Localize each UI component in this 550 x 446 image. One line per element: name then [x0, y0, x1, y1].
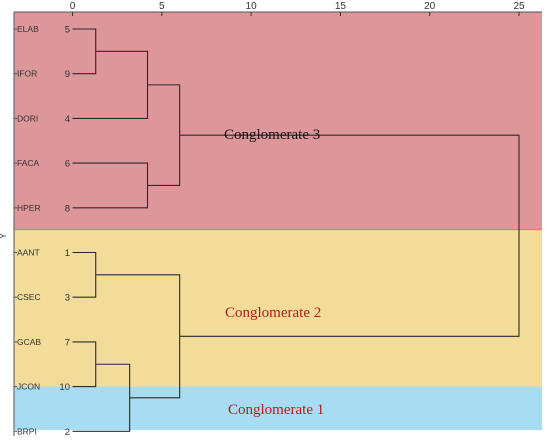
x-axis: 0 5 10 15 20 25: [70, 1, 525, 16]
cluster-regions: [14, 12, 542, 430]
x-tick-label: 15: [335, 1, 347, 12]
x-tick-label: 10: [246, 1, 258, 12]
cluster-label: Conglomerate 3: [224, 127, 320, 143]
x-tick-label: 5: [159, 1, 165, 12]
leaf-id-label: 8: [65, 203, 70, 214]
leaf-id-label: 6: [65, 159, 70, 170]
leaf-name-label: HPER: [17, 203, 41, 213]
leaf-id-label: 1: [65, 248, 70, 259]
leaf-id-label: 4: [65, 114, 70, 125]
leaf-name-label: JCON: [17, 382, 40, 392]
leaf-name-label: ELAB: [17, 24, 39, 34]
leaf-name-label: IFOR: [17, 69, 37, 79]
dendrogram-link: [179, 134, 520, 337]
leaf-id-label: 2: [65, 427, 70, 438]
leaf-id-label: 9: [65, 69, 70, 80]
x-tick-label: 20: [424, 1, 436, 12]
cluster-region-1: [14, 12, 542, 231]
leaf-name-label: DORI: [17, 113, 38, 123]
leaf-name-label: BRPI: [17, 426, 37, 436]
leaf-id-label: 3: [65, 293, 70, 304]
dendrogram-links: [72, 28, 520, 432]
cluster-region-2: [14, 230, 542, 409]
leaf-name-label: CSEC: [17, 292, 41, 302]
x-tick-label: 0: [70, 1, 76, 12]
cluster-annotations: Conglomerate 3 Conglomerate 2 Conglomerate…: [224, 127, 324, 418]
plot-frame: [13, 11, 542, 436]
cluster-label: Conglomerate 1: [228, 402, 324, 418]
x-tick-label: 25: [513, 1, 525, 12]
cluster-label: Conglomerate 2: [225, 305, 321, 321]
leaf-name-label: FACA: [17, 158, 40, 168]
leaf-name-label: GCAB: [17, 337, 41, 347]
y-axis-label: Y: [0, 233, 8, 239]
leaf-id-label: 10: [59, 382, 70, 393]
leaf-name-label: AANT: [17, 248, 40, 258]
leaf-id-label: 7: [65, 337, 70, 348]
cluster-region-3: [14, 386, 542, 430]
leaf-id-label: 5: [65, 25, 70, 36]
